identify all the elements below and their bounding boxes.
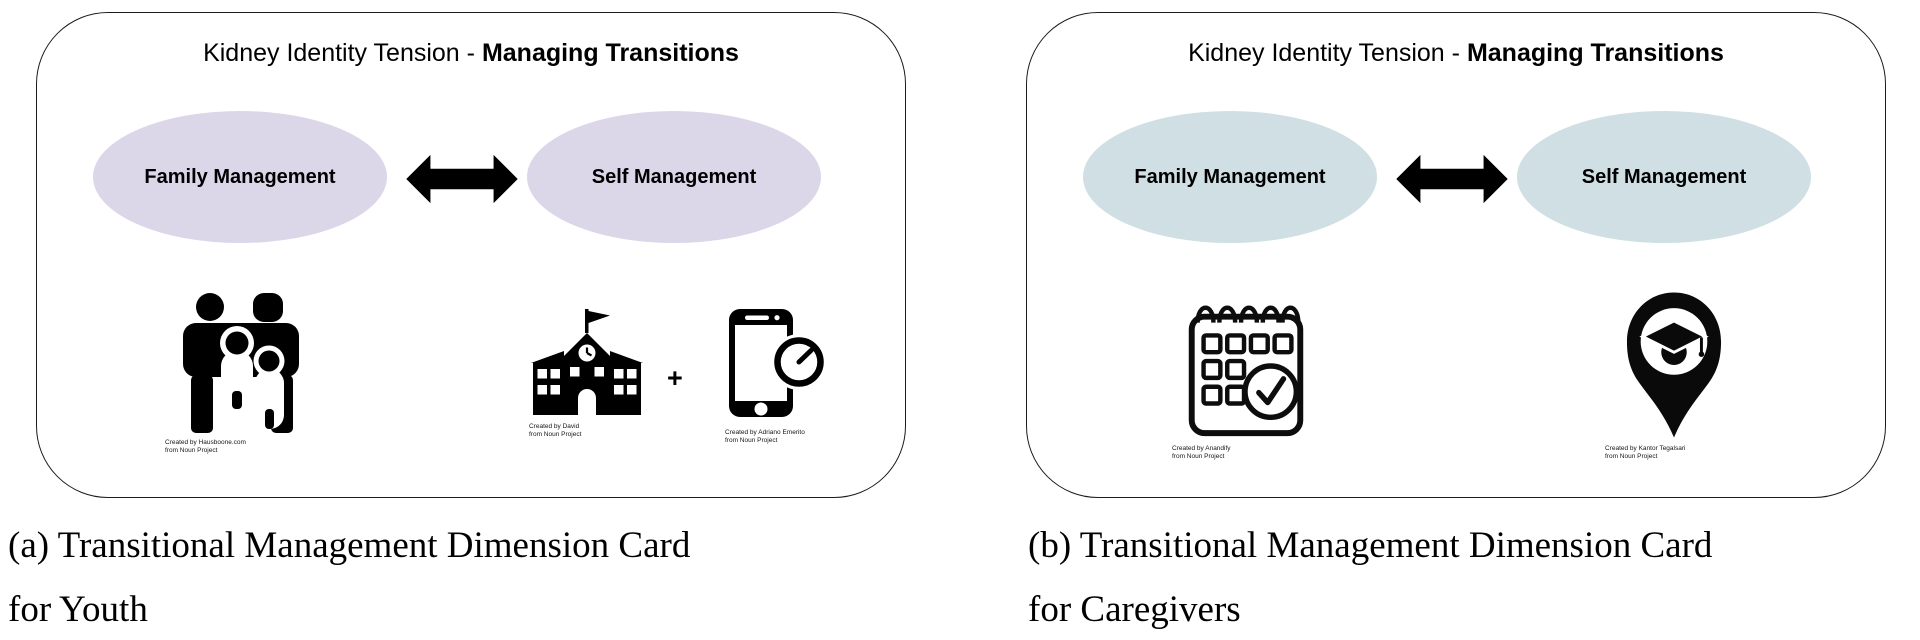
dimension-card-youth: Kidney Identity Tension - Managing Trans… (36, 12, 906, 498)
card-title: Kidney Identity Tension - Managing Trans… (1027, 39, 1885, 68)
self-management-label: Self Management (1581, 165, 1747, 188)
caption-b: (b) Transitional Management Dimension Ca… (1028, 514, 1712, 640)
grad-pin-icon-credit: Created by Kantor Tegalsari from Noun Pr… (1605, 445, 1685, 462)
credit-line: from Noun Project (165, 447, 218, 455)
school-icon-credit: Created by David from Noun Project (529, 423, 581, 440)
card-title-bold: Managing Transitions (1466, 39, 1724, 67)
credit-line: from Noun Project (1172, 453, 1225, 461)
credit-line: Created by David (529, 423, 580, 430)
credit-line: from Noun Project (725, 437, 778, 445)
card-title-regular: Kidney Identity Tension - (1188, 39, 1467, 67)
self-management-ellipse: Self Management (1517, 111, 1811, 243)
card-title-regular: Kidney Identity Tension - (203, 39, 482, 67)
family-icon (183, 293, 299, 433)
phone-icon-credit: Created by Adriano Emerito from Noun Pro… (725, 429, 805, 446)
credit-line: Created by Adriano Emerito (725, 429, 805, 436)
school-icon (531, 309, 643, 415)
family-management-ellipse: Family Management (1083, 111, 1377, 243)
double-arrow-icon (406, 154, 518, 204)
card-title-bold: Managing Transitions (481, 39, 739, 67)
plus-sign: + (667, 363, 683, 393)
family-management-ellipse: Family Management (93, 111, 387, 243)
calendar-check-icon (1188, 305, 1304, 437)
card-title: Kidney Identity Tension - Managing Trans… (37, 39, 905, 68)
caption-a-line1: (a) Transitional Management Dimension Ca… (8, 525, 691, 566)
family-management-label: Family Management (144, 165, 336, 188)
double-arrow-icon (1396, 154, 1508, 204)
credit-line: Created by Kantor Tegalsari (1605, 445, 1686, 452)
caption-a-line2: for Youth (8, 589, 148, 631)
caption-a: (a) Transitional Management Dimension Ca… (8, 514, 690, 640)
self-management-label: Self Management (591, 165, 757, 188)
dimension-card-caregivers: Kidney Identity Tension - Managing Trans… (1026, 12, 1886, 498)
family-icon-credit: Created by Hausboone.com from Noun Proje… (165, 439, 246, 456)
credit-line: from Noun Project (529, 431, 582, 439)
graduation-pin-icon (1626, 292, 1722, 438)
credit-line: from Noun Project (1605, 453, 1658, 461)
self-management-ellipse: Self Management (527, 111, 821, 243)
caption-b-line2: for Caregivers (1028, 589, 1241, 631)
credit-line: Created by Hausboone.com (165, 439, 246, 446)
credit-line: Created by Anandify (1172, 445, 1231, 452)
phone-timer-icon (729, 309, 825, 417)
caption-b-line1: (b) Transitional Management Dimension Ca… (1028, 525, 1713, 566)
family-management-label: Family Management (1134, 165, 1326, 188)
calendar-icon-credit: Created by Anandify from Noun Project (1172, 445, 1231, 462)
